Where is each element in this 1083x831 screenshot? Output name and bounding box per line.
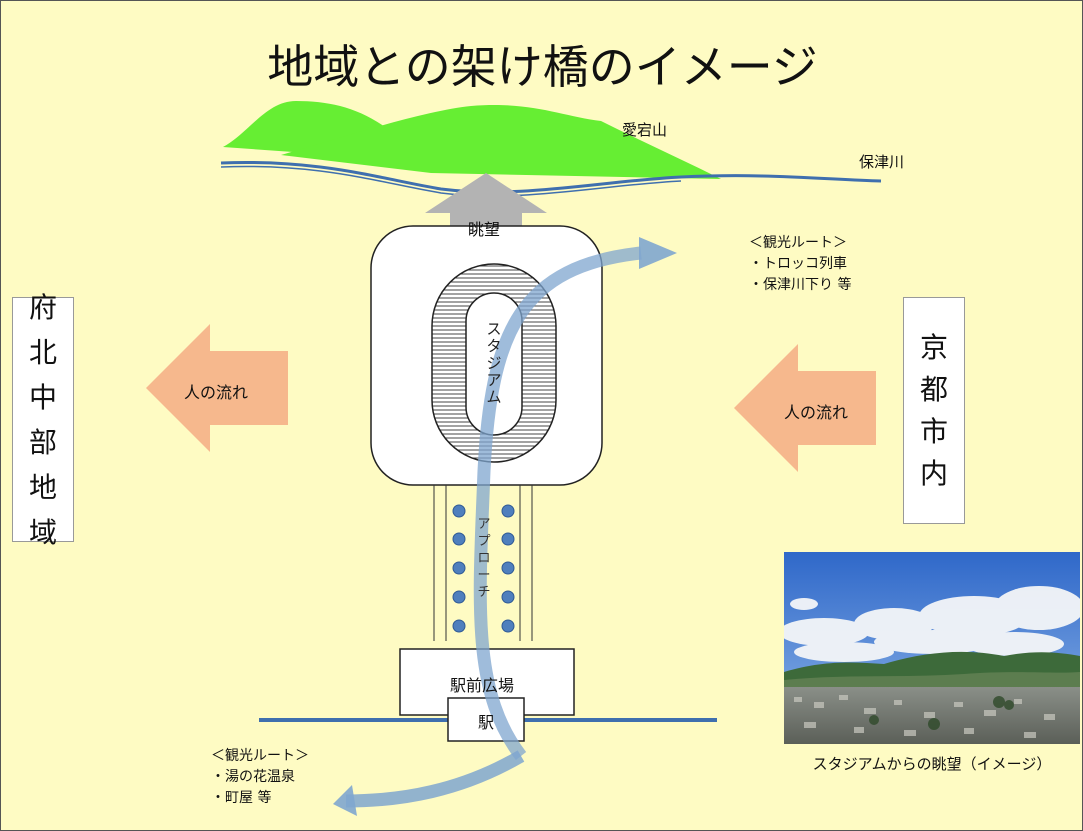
stadium-label: スタジアム	[486, 320, 502, 406]
stadium-view-photo	[784, 552, 1080, 744]
route-top-heading: ＜観光ルート＞	[749, 235, 847, 251]
mountain-label: 愛宕山	[622, 121, 668, 139]
right-region-box: 京都市内	[903, 297, 965, 524]
flow-arrow-right-shape	[734, 344, 876, 472]
plaza-label: 駅前広場	[450, 676, 515, 695]
photo-caption: スタジアムからの眺望（イメージ）	[812, 755, 1052, 773]
flow-arrow-left-shape	[146, 324, 288, 452]
flow-right-label: 人の流れ	[784, 403, 849, 422]
approach-lights	[452, 504, 515, 633]
view-arrow-label: 眺望	[468, 220, 501, 239]
river-line	[220, 161, 882, 194]
left-region-label: 府北中部地域	[28, 290, 57, 549]
page-title: 地域との架け橋のイメージ	[267, 40, 818, 94]
route-top-item: ・保津川下り 等	[749, 277, 852, 293]
route-bottom-item: ・湯の花温泉	[211, 769, 295, 785]
route-bottom-item: ・町屋 等	[211, 790, 272, 806]
station-label: 駅	[478, 713, 495, 732]
flow-left-label: 人の流れ	[184, 383, 249, 402]
mountain-shape	[281, 104, 721, 179]
river-label: 保津川	[859, 153, 905, 171]
route-arrow-path	[345, 750, 525, 808]
route-top-list: ＜観光ルート＞ ・トロッコ列車 ・保津川下り 等	[749, 233, 851, 296]
route-arrowhead-top	[639, 237, 677, 269]
right-region-label: 京都市内	[919, 330, 948, 490]
route-bottom-list: ＜観光ルート＞ ・湯の花温泉 ・町屋 等	[211, 746, 309, 809]
route-arrowhead-bottom	[333, 785, 357, 816]
route-arrow-path	[473, 246, 642, 760]
left-region-box: 府北中部地域	[12, 291, 74, 549]
approach-label: アプローチ	[477, 517, 491, 600]
route-bottom-heading: ＜観光ルート＞	[211, 748, 309, 764]
route-top-item: ・トロッコ列車	[749, 256, 847, 272]
river-line	[220, 165, 682, 197]
